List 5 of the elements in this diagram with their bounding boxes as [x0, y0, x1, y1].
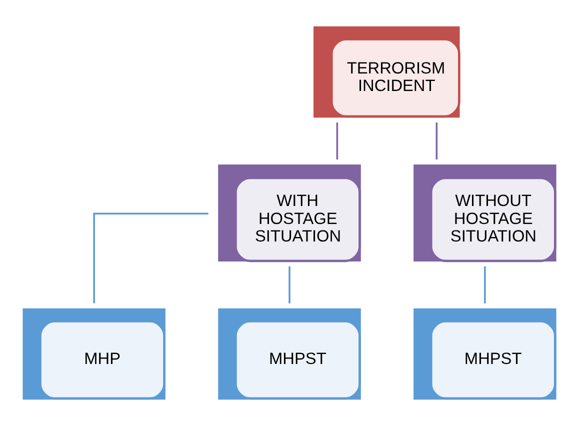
connector — [484, 266, 486, 304]
connector — [336, 122, 338, 160]
connector — [93, 212, 208, 304]
connector — [288, 266, 290, 304]
connector — [436, 122, 438, 160]
